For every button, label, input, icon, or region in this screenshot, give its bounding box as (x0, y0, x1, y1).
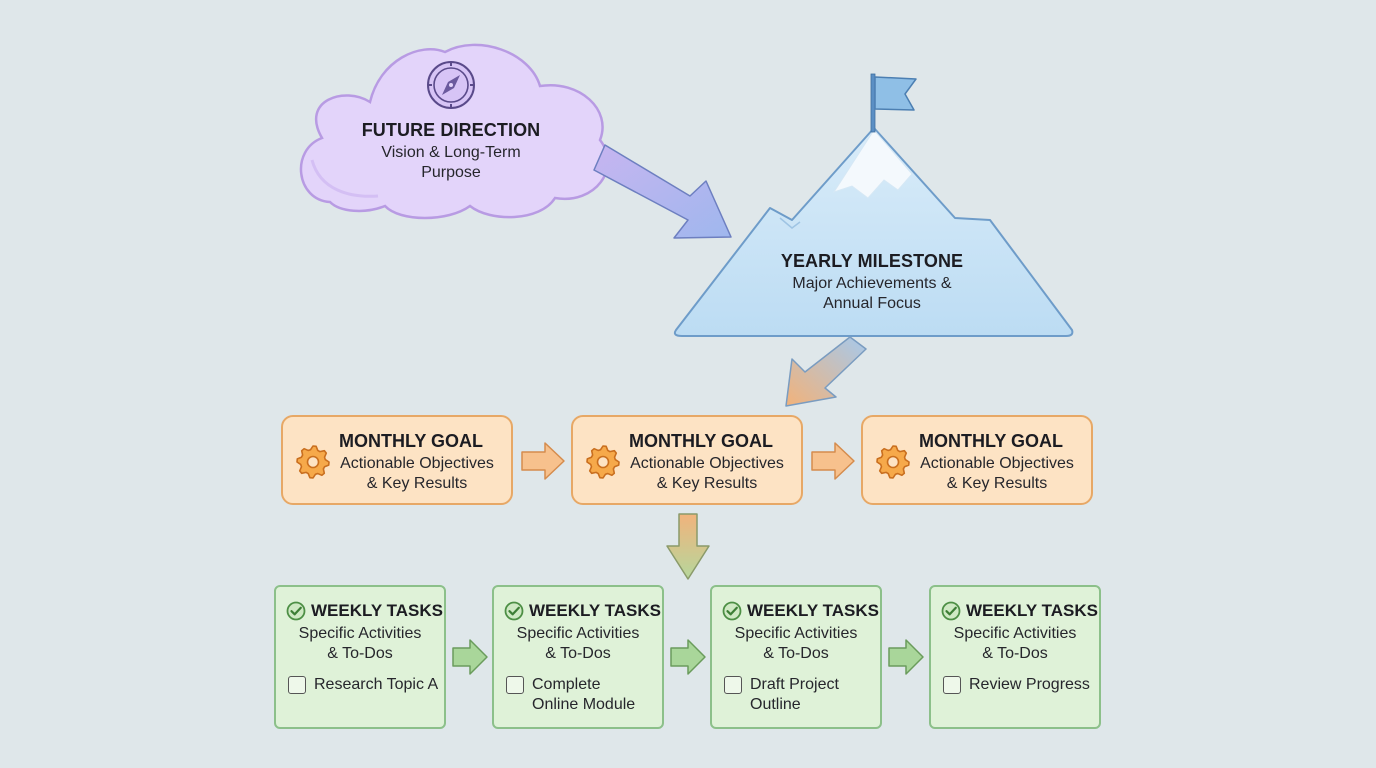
todo-item-line1: Research Topic A (314, 676, 439, 693)
gear-icon (586, 445, 620, 479)
arrow-weekly-1-to-2 (452, 639, 488, 675)
weekly-task-box: WEEKLY TASKS Specific Activities & To-Do… (492, 585, 664, 729)
todo-item-line1: Draft Project (750, 676, 839, 693)
checkbox-icon[interactable] (724, 676, 742, 694)
arrow-vision-to-milestone (593, 144, 732, 239)
monthly-goal-title: MONTHLY GOAL (919, 431, 1064, 451)
milestone-subtitle-line1: Major Achievements & (792, 275, 952, 292)
weekly-task-subtitle-line2: & To-Dos (545, 645, 611, 662)
gear-icon (876, 445, 910, 479)
weekly-task-title: WEEKLY TASKS (747, 601, 879, 620)
milestone-text: YEARLY MILESTONE Major Achievements & An… (752, 250, 992, 314)
weekly-task-subtitle-line1: Specific Activities (953, 625, 1077, 642)
milestone-mountain (673, 127, 1074, 337)
checkbox-icon[interactable] (288, 676, 306, 694)
arrow-monthly-2-to-3 (811, 442, 855, 480)
flag-icon (870, 73, 917, 133)
weekly-task-subtitle-line1: Specific Activities (298, 625, 422, 642)
gear-icon (296, 445, 330, 479)
monthly-goal-subtitle-line1: Actionable Objectives (630, 455, 784, 472)
arrow-weekly-2-to-3 (670, 639, 706, 675)
weekly-task-title: WEEKLY TASKS (529, 601, 661, 620)
vision-text: FUTURE DIRECTION Vision & Long-Term Purp… (340, 119, 562, 183)
todo-item-line2: Online Module (532, 696, 636, 713)
monthly-goal-title: MONTHLY GOAL (629, 431, 774, 451)
weekly-task-subtitle-line1: Specific Activities (734, 625, 858, 642)
vision-subtitle-line2: Purpose (421, 164, 481, 181)
weekly-task-subtitle-line2: & To-Dos (327, 645, 393, 662)
arrow-monthly-to-weekly (666, 513, 710, 580)
weekly-task-box: WEEKLY TASKS Specific Activities & To-Do… (274, 585, 446, 729)
check-circle-icon (286, 601, 306, 621)
vision-subtitle-line1: Vision & Long-Term (381, 144, 521, 161)
monthly-goal-subtitle-line2: & Key Results (366, 475, 468, 492)
weekly-task-title: WEEKLY TASKS (966, 601, 1098, 620)
vision-cloud (299, 43, 610, 220)
compass-icon (427, 61, 475, 109)
weekly-task-title: WEEKLY TASKS (311, 601, 443, 620)
monthly-goal-title: MONTHLY GOAL (339, 431, 484, 451)
monthly-goal-box: MONTHLY GOAL Actionable Objectives & Key… (571, 415, 803, 505)
vision-title: FUTURE DIRECTION (361, 120, 541, 140)
check-circle-icon (722, 601, 742, 621)
milestone-title: YEARLY MILESTONE (780, 251, 964, 271)
weekly-task-box: WEEKLY TASKS Specific Activities & To-Do… (710, 585, 882, 729)
todo-item-line1: Review Progress (969, 676, 1090, 693)
monthly-goal-subtitle-line2: & Key Results (656, 475, 758, 492)
todo-item-line1: Complete (532, 676, 601, 693)
todo-item-line2: Outline (750, 696, 801, 713)
arrow-milestone-to-monthly (785, 336, 867, 407)
check-circle-icon (504, 601, 524, 621)
weekly-task-subtitle-line2: & To-Dos (982, 645, 1048, 662)
monthly-goal-box: MONTHLY GOAL Actionable Objectives & Key… (861, 415, 1093, 505)
monthly-goal-subtitle-line1: Actionable Objectives (340, 455, 494, 472)
monthly-goal-box: MONTHLY GOAL Actionable Objectives & Key… (281, 415, 513, 505)
arrow-weekly-3-to-4 (888, 639, 924, 675)
arrow-monthly-1-to-2 (521, 442, 565, 480)
monthly-goal-subtitle-line2: & Key Results (946, 475, 1048, 492)
milestone-subtitle-line2: Annual Focus (823, 295, 921, 312)
checkbox-icon[interactable] (943, 676, 961, 694)
monthly-goal-subtitle-line1: Actionable Objectives (920, 455, 1074, 472)
weekly-task-subtitle-line1: Specific Activities (516, 625, 640, 642)
checkbox-icon[interactable] (506, 676, 524, 694)
check-circle-icon (941, 601, 961, 621)
weekly-task-subtitle-line2: & To-Dos (763, 645, 829, 662)
weekly-task-box: WEEKLY TASKS Specific Activities & To-Do… (929, 585, 1101, 729)
